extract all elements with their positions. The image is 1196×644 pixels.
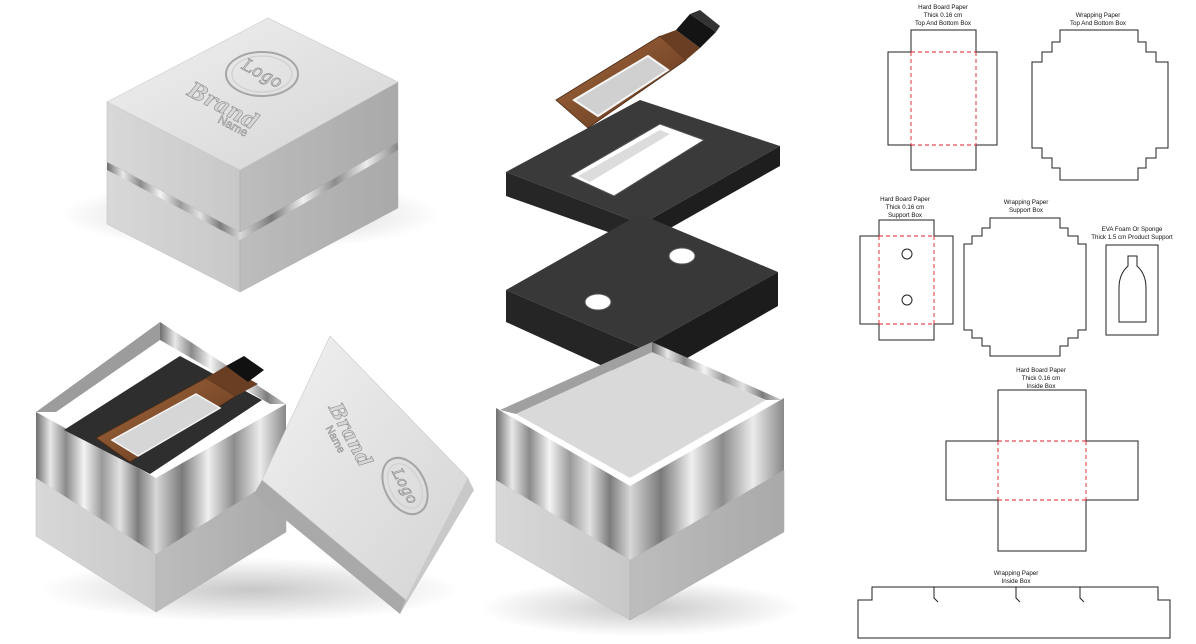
dieline-label: Inside Box	[1002, 578, 1032, 585]
dieline-label: EVA Foam Or Sponge	[1102, 226, 1163, 233]
dieline-label: Hard Board Paper	[880, 196, 930, 203]
dieline-label: Thick 0.16 cm	[924, 12, 963, 19]
dieline-label: Thick 0.16 cm	[1022, 375, 1061, 382]
dieline-support-board: Hard Board Paper Thick 0.16 cm Support B…	[859, 196, 954, 341]
dieline-label: Thick 0.16 cm	[886, 204, 925, 211]
dieline-label: Support Box	[888, 212, 923, 219]
dieline-support-wrap: Wrapping Paper Support Box	[963, 199, 1087, 357]
leaning-lid: Brand Name Logo	[254, 335, 474, 614]
closed-box: Logo Brand Name	[60, 17, 440, 293]
dieline-inside-board: Hard Board Paper Thick 0.16 cm Inside Bo…	[945, 367, 1139, 552]
dieline-label: Wrapping Paper	[994, 570, 1039, 577]
exploded-view	[480, 10, 800, 636]
dieline-label: Hard Board Paper	[1016, 367, 1066, 374]
open-base-box	[480, 342, 800, 636]
dieline-label: Support Box	[1009, 207, 1044, 214]
dieline-label: Hard Board Paper	[918, 4, 968, 11]
floating-bottle	[555, 10, 720, 129]
dieline-top-bottom-wrap: Wrapping Paper Top And Bottom Box	[1031, 12, 1169, 181]
open-box-with-lid: Brand Name Logo	[35, 322, 474, 622]
dieline-eva-foam: EVA Foam Or Sponge Thick 1.5 cm Product …	[1091, 226, 1173, 336]
dieline-label: Top And Bottom Box	[915, 20, 972, 27]
dieline-label: Thick 1.5 cm Product Support	[1091, 234, 1173, 241]
dieline-top-bottom-board: Hard Board Paper Thick 0.16 cm Top And B…	[887, 4, 998, 171]
bottle-in-tray	[95, 356, 264, 463]
dieline-label: Top And Bottom Box	[1070, 20, 1127, 27]
dieline-label: Wrapping Paper	[1076, 12, 1121, 19]
dieline-label: Inside Box	[1027, 383, 1057, 390]
dieline-inside-wrap: Wrapping Paper Inside Box	[857, 570, 1171, 639]
foam-insert-top	[506, 100, 780, 244]
dieline-label: Wrapping Paper	[1004, 199, 1049, 206]
